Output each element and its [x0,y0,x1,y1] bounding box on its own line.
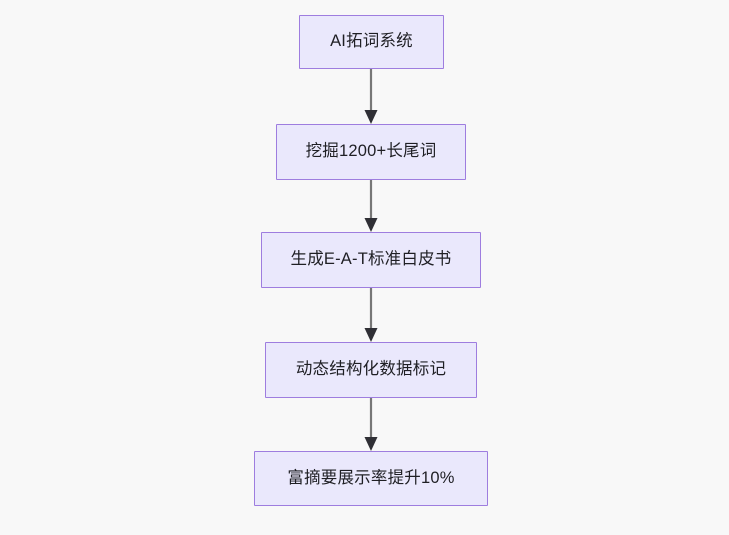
flowchart-node-rich-snippet-rate-increase[interactable]: 富摘要展示率提升10% [254,451,488,506]
node-label: 生成E-A-T标准白皮书 [290,250,452,269]
node-label: 挖掘1200+长尾词 [305,142,437,161]
edge-node4-node5 [364,398,378,451]
flowchart-node-mine-longtail-keywords[interactable]: 挖掘1200+长尾词 [276,124,466,180]
node-label: 动态结构化数据标记 [295,360,447,379]
edge-node1-node2 [364,69,378,124]
flowchart-node-ai-keyword-system[interactable]: AI拓词系统 [299,15,444,69]
flowchart-node-dynamic-structured-data-markup[interactable]: 动态结构化数据标记 [265,342,477,398]
edge-node3-node4 [364,288,378,342]
edge-node2-node3 [364,180,378,232]
node-label: AI拓词系统 [330,32,413,51]
flowchart-node-generate-eat-whitepaper[interactable]: 生成E-A-T标准白皮书 [261,232,481,288]
node-label: 富摘要展示率提升10% [287,468,455,487]
